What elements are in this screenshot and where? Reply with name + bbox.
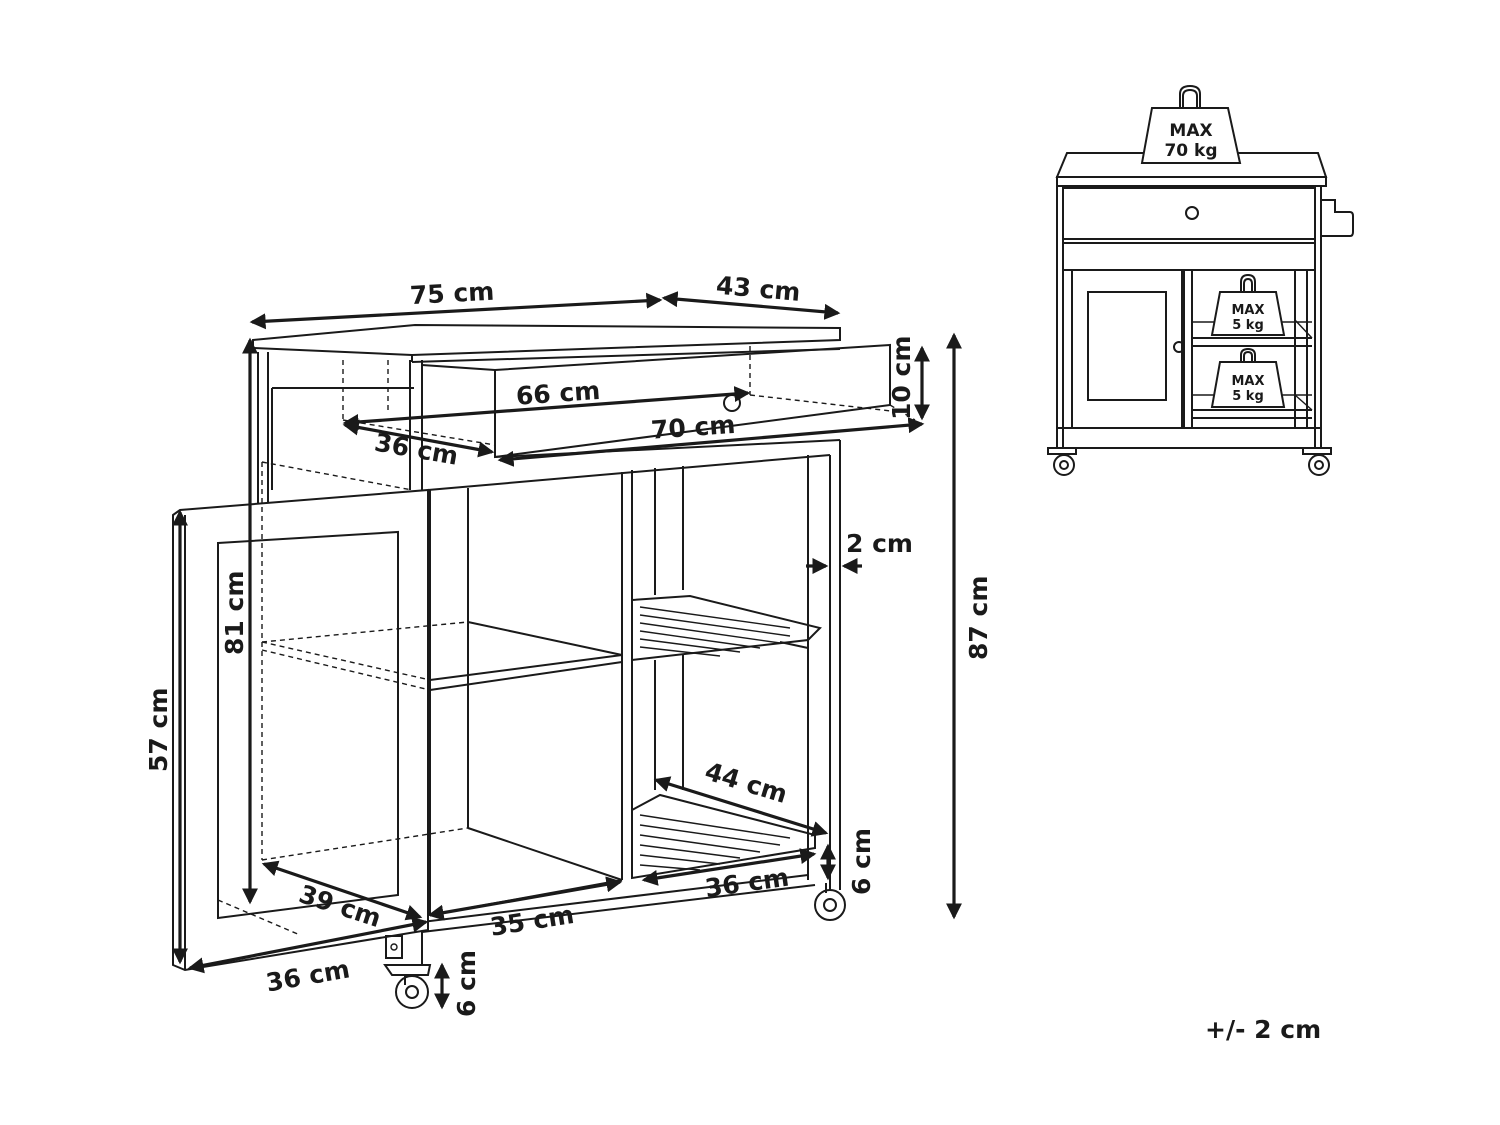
weight-icon-shelf-lower: MAX 5 kg — [1210, 347, 1286, 408]
shelf1-max-label: MAX — [1231, 303, 1264, 318]
tolerance-note: +/- 2 cm — [1205, 1015, 1321, 1044]
label-drawer-inner-width: 66 cm — [515, 376, 601, 411]
label-shelf-depth: 44 cm — [702, 757, 791, 809]
left-wheel-icon — [383, 964, 432, 1009]
kitchen-cart-drawing — [172, 323, 916, 1009]
label-inner-height: 81 cm — [220, 571, 249, 655]
shelf2-max-label: MAX — [1231, 374, 1264, 389]
dimension-lines — [172, 291, 962, 1010]
shelf2-weight-label: 5 kg — [1232, 389, 1264, 404]
label-total-height: 87 cm — [964, 576, 993, 660]
label-drawer-depth: 36 cm — [372, 428, 460, 471]
top-weight-label: 70 kg — [1164, 141, 1217, 161]
label-drawer-width: 70 cm — [650, 410, 736, 445]
top-max-label: MAX — [1169, 121, 1212, 141]
thumb-right-wheel-icon — [1302, 447, 1332, 476]
dimension-labels: 75 cm 43 cm 10 cm 66 cm 70 cm 36 cm 2 cm… — [144, 271, 993, 1017]
shelf1-weight-label: 5 kg — [1232, 318, 1264, 333]
label-depth-top: 43 cm — [715, 271, 802, 307]
load-capacity-diagram: MAX 70 kg MAX 5 kg MAX 5 kg — [1047, 84, 1354, 476]
label-cabinet-inner-width: 35 cm — [488, 900, 576, 942]
label-wheel-height-right: 6 cm — [847, 828, 876, 895]
label-door-width: 36 cm — [264, 954, 352, 997]
right-wheel-icon — [814, 883, 846, 921]
label-frame-thickness: 2 cm — [846, 529, 913, 558]
label-wheel-height-left: 6 cm — [452, 950, 481, 1017]
label-door-height: 57 cm — [144, 688, 173, 772]
weight-icon-shelf-upper: MAX 5 kg — [1210, 273, 1286, 336]
label-drawer-height: 10 cm — [887, 336, 916, 420]
label-width-top: 75 cm — [409, 277, 495, 310]
weight-icon-top: MAX 70 kg — [1140, 84, 1242, 164]
thumb-left-wheel-icon — [1047, 447, 1077, 476]
